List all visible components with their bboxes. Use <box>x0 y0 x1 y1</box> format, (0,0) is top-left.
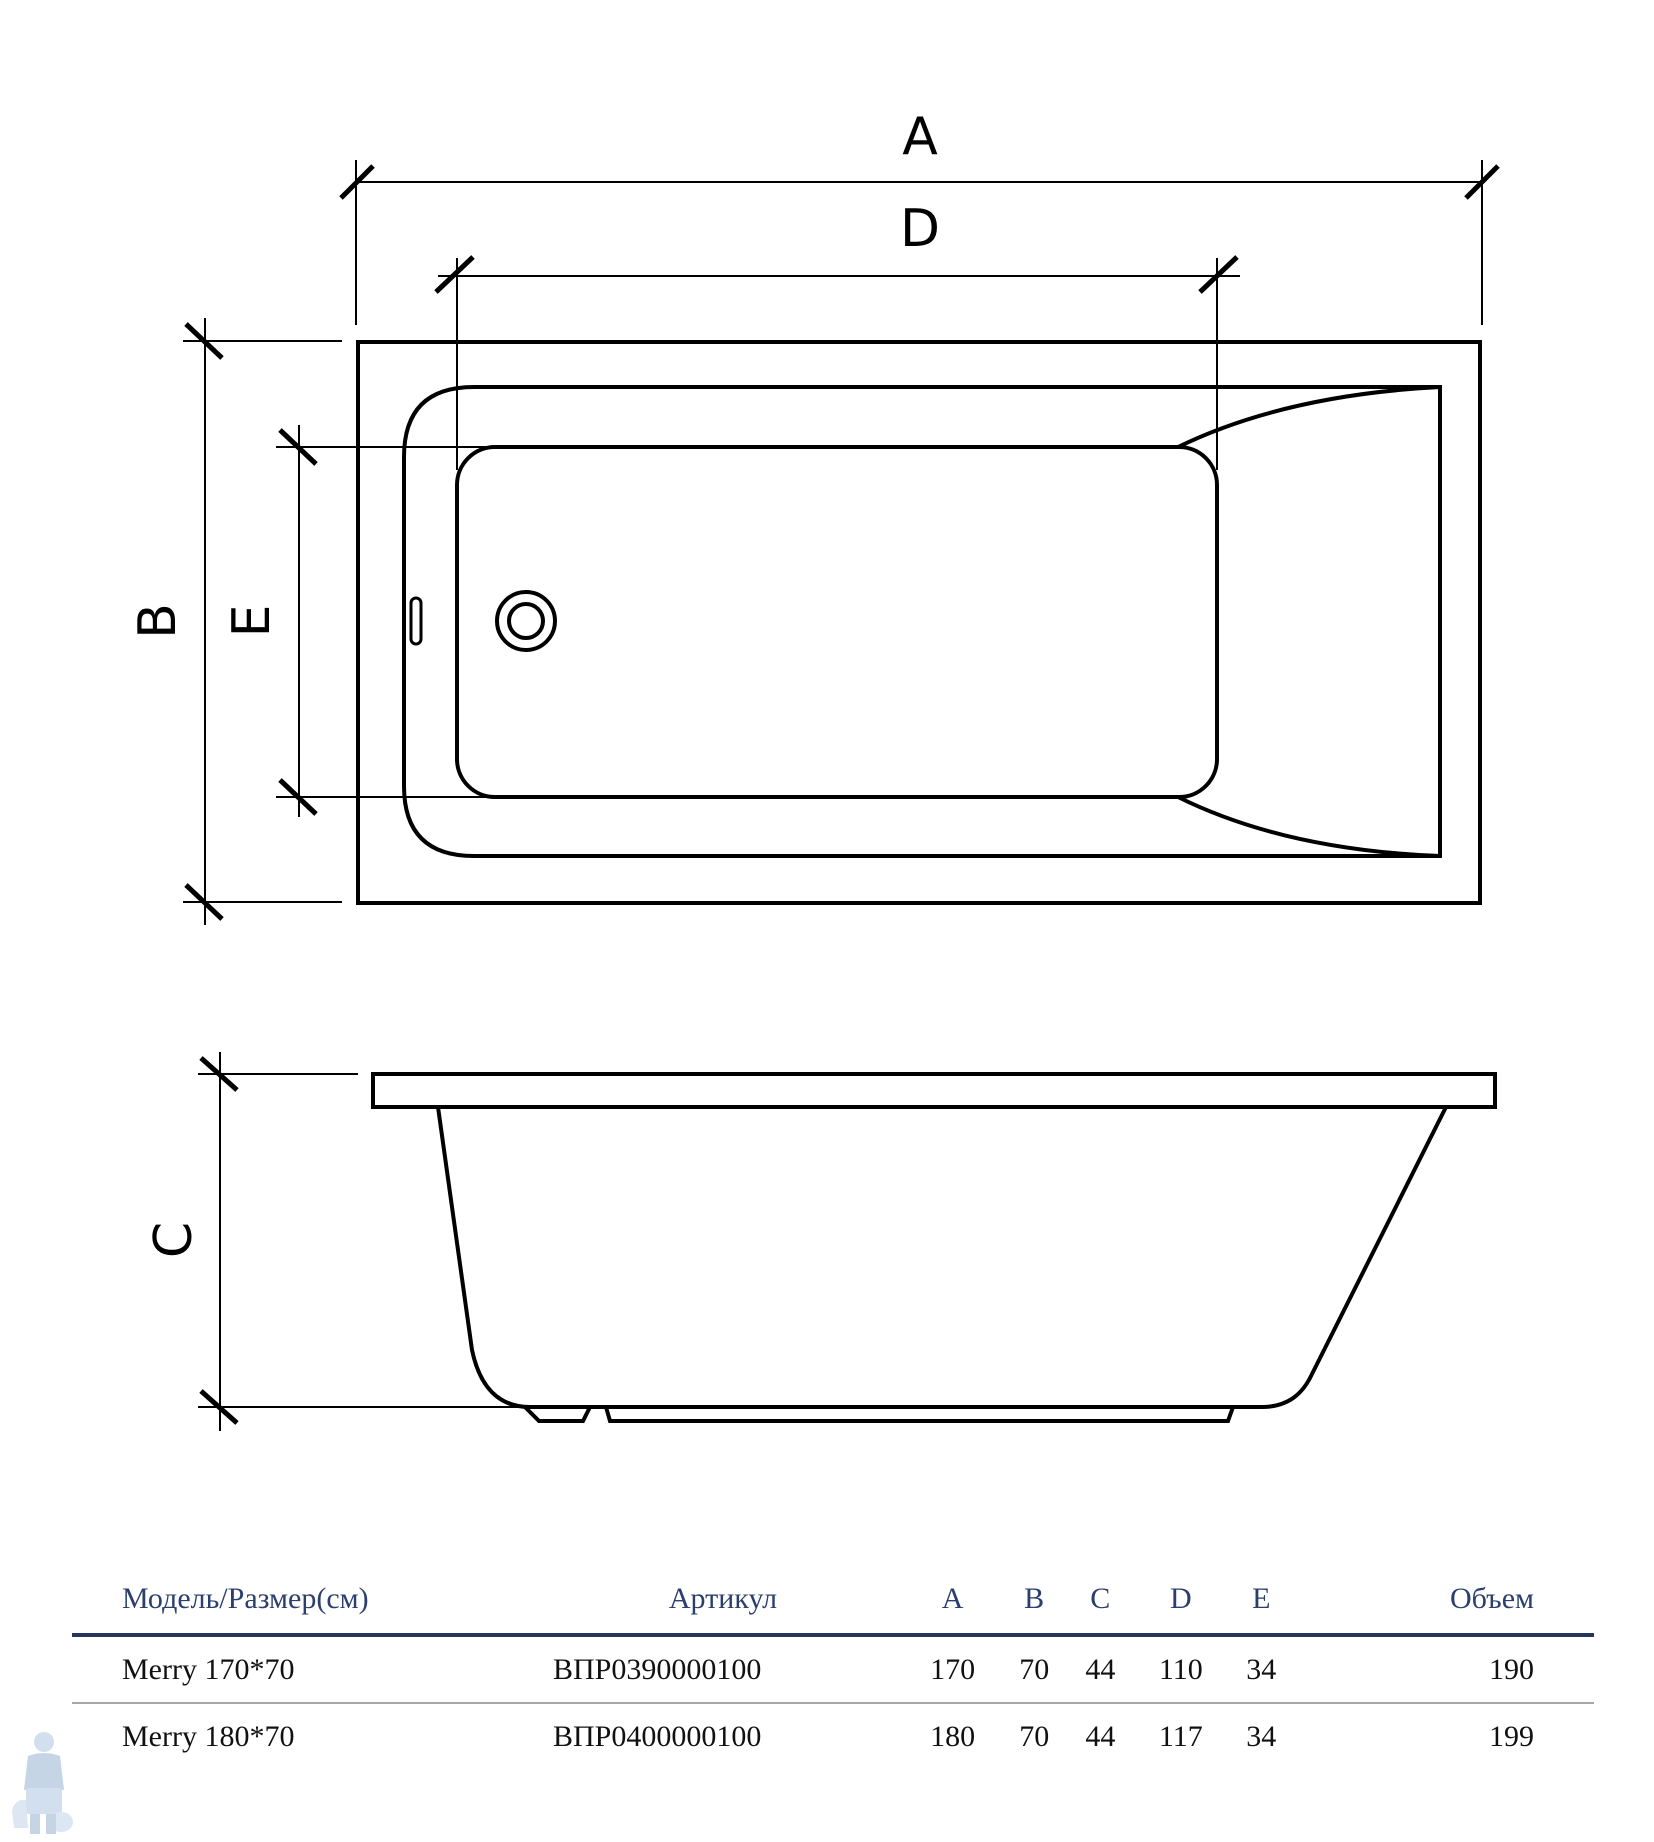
header-model: Модель/Размер(см) <box>72 1565 543 1637</box>
dimension-b: B <box>128 318 342 925</box>
dimension-label-a: A <box>902 107 938 167</box>
cell-a: 180 <box>930 1719 976 1753</box>
dimension-label-e: E <box>222 605 282 638</box>
bathtub-rim-outline <box>356 340 1482 905</box>
table-header-row: Модель/Размер(см) Артикул A B C D E Объе… <box>72 1565 1594 1637</box>
cell-a: 170 <box>904 1635 1002 1704</box>
cell-e: 34 <box>1228 1635 1295 1704</box>
bathtub-inner-outline <box>402 385 1442 858</box>
header-a: A <box>904 1565 1002 1637</box>
cell-volume: 190 <box>1294 1635 1594 1704</box>
header-c: C <box>1067 1565 1134 1637</box>
dimension-c: C <box>144 1052 530 1431</box>
cell-b: 70 <box>1019 1719 1050 1753</box>
drain-icon <box>495 590 557 652</box>
header-e: E <box>1228 1565 1295 1637</box>
cell-volume: 199 <box>1489 1719 1534 1753</box>
table-row: Merry 180*70 ВПР0400000100 180 70 44 117… <box>72 1703 1594 1769</box>
watermark <box>1640 1745 1652 1842</box>
side-view: C <box>144 1052 1497 1431</box>
backrest-curve-top <box>1177 385 1441 449</box>
top-view: A D B E <box>128 107 1500 925</box>
dimension-label-b: B <box>128 603 188 639</box>
header-b: B <box>1001 1565 1068 1637</box>
cell-c: 44 <box>1085 1719 1116 1753</box>
plumber-mascot-icon <box>12 1732 73 1834</box>
table-row: Merry 170*70 ВПР0390000100 170 70 44 110… <box>72 1635 1594 1704</box>
cell-d: 117 <box>1158 1719 1203 1753</box>
dimension-e: E <box>222 425 494 817</box>
cell-model: Merry 180*70 <box>122 1719 295 1753</box>
bathtub-foot-left <box>523 1405 592 1423</box>
dimension-a: A <box>339 107 1500 325</box>
bathtub-basin-floor <box>455 445 1219 799</box>
overflow-icon <box>409 596 423 646</box>
bathtub-foot-right <box>604 1406 1235 1423</box>
cell-c: 44 <box>1067 1635 1134 1704</box>
cell-article: ВПР0400000100 <box>553 1719 762 1753</box>
header-article: Артикул <box>543 1565 904 1637</box>
bathtub-side-body <box>436 1106 1448 1409</box>
cell-d: 110 <box>1133 1635 1229 1704</box>
cell-b: 70 <box>1001 1635 1068 1704</box>
cell-article: ВПР0390000100 <box>543 1635 904 1704</box>
header-volume: Объем <box>1294 1565 1594 1637</box>
dimension-label-d: D <box>900 199 940 259</box>
cell-model: Merry 170*70 <box>72 1635 543 1704</box>
header-d: D <box>1133 1565 1229 1637</box>
cell-e: 34 <box>1246 1719 1277 1753</box>
specification-table: Модель/Размер(см) Артикул A B C D E Объе… <box>72 1565 1594 1769</box>
backrest-curve-bottom <box>1177 795 1441 858</box>
bathtub-side-rim <box>371 1072 1497 1109</box>
dimension-d: D <box>434 199 1240 470</box>
dimension-label-c: C <box>144 1222 204 1258</box>
